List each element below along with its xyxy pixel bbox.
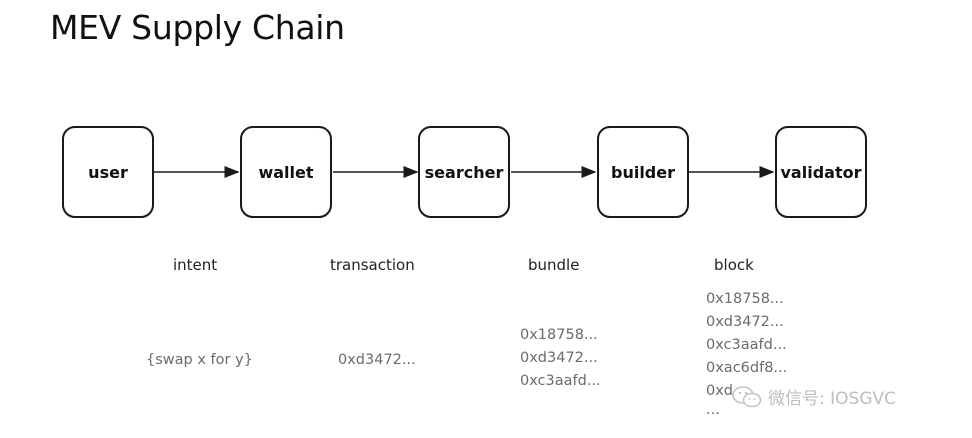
stage-label-transaction: transaction: [330, 256, 415, 274]
wechat-logo-icon: [732, 385, 762, 407]
stage-label-block: block: [714, 256, 754, 274]
payload-line: 0xd3472...: [520, 350, 598, 366]
node-label: user: [88, 162, 128, 182]
node-label: validator: [780, 162, 862, 182]
payload-line: ...: [706, 402, 720, 418]
node-label: wallet: [258, 162, 314, 182]
node-user: user: [62, 126, 154, 218]
payload-transaction: 0xd3472...: [338, 349, 416, 372]
payload-bundle: 0x18758... 0xd3472... 0xc3aafd...: [520, 324, 601, 393]
diagram-title: MEV Supply Chain: [50, 8, 345, 47]
node-wallet: wallet: [240, 126, 332, 218]
payload-line: 0xd3472...: [706, 314, 784, 330]
stage-label-bundle: bundle: [528, 256, 580, 274]
payload-line: {swap x for y}: [146, 352, 253, 368]
node-builder: builder: [597, 126, 689, 218]
payload-line: 0xc3aafd...: [706, 337, 787, 353]
payload-line: 0x18758...: [520, 327, 598, 343]
payload-intent: {swap x for y}: [146, 349, 253, 372]
payload-line: 0xd: [706, 383, 734, 399]
payload-line: 0xc3aafd...: [520, 373, 601, 389]
payload-line: 0xac6df8...: [706, 360, 788, 376]
node-label: searcher: [424, 162, 504, 182]
stage-label-intent: intent: [173, 256, 218, 274]
payload-line: 0x18758...: [706, 291, 784, 307]
watermark-text: 微信号: IOSGVC: [768, 389, 896, 409]
payload-block: 0x18758... 0xd3472... 0xc3aafd... 0xac6d…: [706, 288, 787, 417]
node-searcher: searcher: [418, 126, 510, 218]
payload-line: 0xd3472...: [338, 352, 416, 368]
watermark: 微信号: IOSGVC: [732, 384, 896, 409]
node-validator: validator: [775, 126, 867, 218]
node-label: builder: [610, 162, 675, 182]
